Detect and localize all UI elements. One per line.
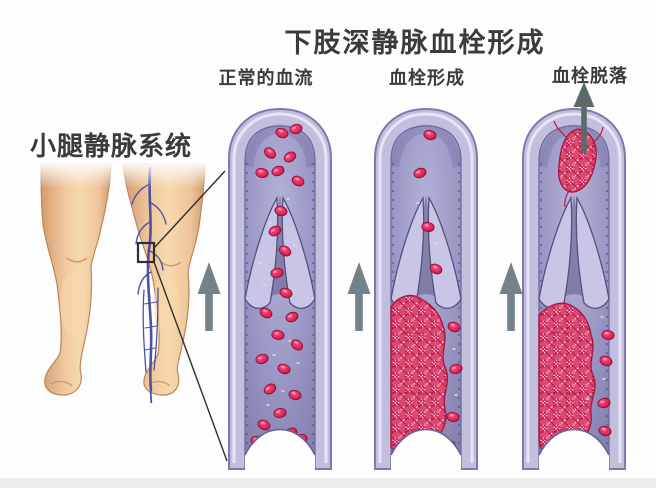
platelet-speck — [288, 340, 292, 342]
platelet-speck — [586, 398, 590, 400]
red-blood-cell — [279, 287, 293, 299]
red-blood-cell — [597, 397, 611, 409]
red-blood-cell — [413, 167, 427, 179]
right-leg — [122, 163, 206, 396]
panel-label-thrombus-detachment: 血栓脱落 — [552, 66, 628, 86]
red-blood-cell — [288, 389, 302, 401]
red-blood-cell — [259, 307, 273, 319]
red-blood-cell — [264, 147, 276, 159]
panel-label-thrombus-formation: 血栓形成 — [389, 68, 465, 88]
red-blood-cell — [255, 353, 269, 365]
red-blood-cell — [291, 175, 305, 187]
calf-vein-system-label: 小腿静脉系统 — [29, 131, 193, 161]
panel-label-normal-flow: 正常的血流 — [218, 68, 314, 88]
platelet-speck — [262, 284, 266, 286]
platelet-speck — [281, 390, 285, 392]
red-blood-cell — [598, 425, 612, 437]
platelet-speck — [268, 222, 272, 224]
platelet-speck — [602, 378, 606, 380]
red-blood-cell — [446, 411, 460, 423]
platelet-speck — [600, 316, 604, 318]
red-blood-cell — [289, 123, 303, 135]
vessel-bottom-arch — [390, 428, 462, 475]
venous-valve — [538, 195, 610, 309]
red-blood-cell — [599, 355, 613, 367]
red-blood-cell — [274, 205, 288, 217]
thrombus-clot — [538, 302, 596, 455]
red-blood-cell — [263, 383, 277, 395]
bottom-edge-strip — [0, 478, 656, 488]
red-blood-cell — [275, 127, 289, 139]
platelet-speck — [434, 242, 438, 244]
platelet-speck — [454, 394, 458, 396]
red-blood-cell — [271, 329, 285, 341]
vessel-bottom-arch — [244, 428, 316, 475]
red-blood-cell — [283, 151, 297, 163]
red-blood-cell — [277, 363, 291, 375]
red-blood-cell — [273, 407, 287, 419]
vessel-bottom-arch — [538, 428, 610, 475]
flowing-blood-cells — [413, 129, 463, 450]
red-blood-cell — [278, 245, 292, 257]
red-blood-cell — [255, 167, 269, 179]
red-blood-cell — [429, 263, 443, 275]
platelet-speck — [258, 262, 262, 264]
red-blood-cell — [268, 225, 282, 237]
red-blood-cell — [285, 311, 299, 323]
red-blood-cell — [601, 329, 615, 341]
flow-arrow-up-icon — [347, 262, 371, 331]
thigh-fade — [15, 162, 218, 188]
platelet-speck — [296, 362, 300, 364]
platelet-speck — [452, 348, 456, 350]
red-blood-cell — [270, 267, 284, 279]
red-blood-cell — [290, 339, 304, 351]
platelet-speck — [416, 202, 420, 204]
vessel-thrombus-detachment-illustration — [522, 107, 626, 475]
platelet-speck — [286, 198, 290, 200]
red-blood-cell — [447, 321, 461, 333]
red-blood-cell — [257, 419, 271, 431]
left-leg — [40, 163, 112, 396]
vessel-normal-flow-illustration — [228, 107, 332, 475]
platelet-speck — [272, 354, 276, 356]
legs-back-view-illustration — [15, 162, 218, 403]
red-blood-cell — [421, 221, 435, 233]
red-blood-cell — [271, 165, 285, 177]
red-blood-cell — [449, 363, 463, 375]
flowing-blood-cells — [586, 316, 615, 437]
vessel-thrombus-formation-illustration — [374, 107, 478, 475]
page-title: 下肢深静脉血栓形成 — [284, 28, 546, 58]
vein-lumen — [244, 124, 316, 470]
platelet-speck — [266, 404, 270, 406]
platelet-speck — [292, 244, 296, 246]
red-blood-cell — [423, 129, 437, 141]
venous-valve — [390, 195, 462, 309]
